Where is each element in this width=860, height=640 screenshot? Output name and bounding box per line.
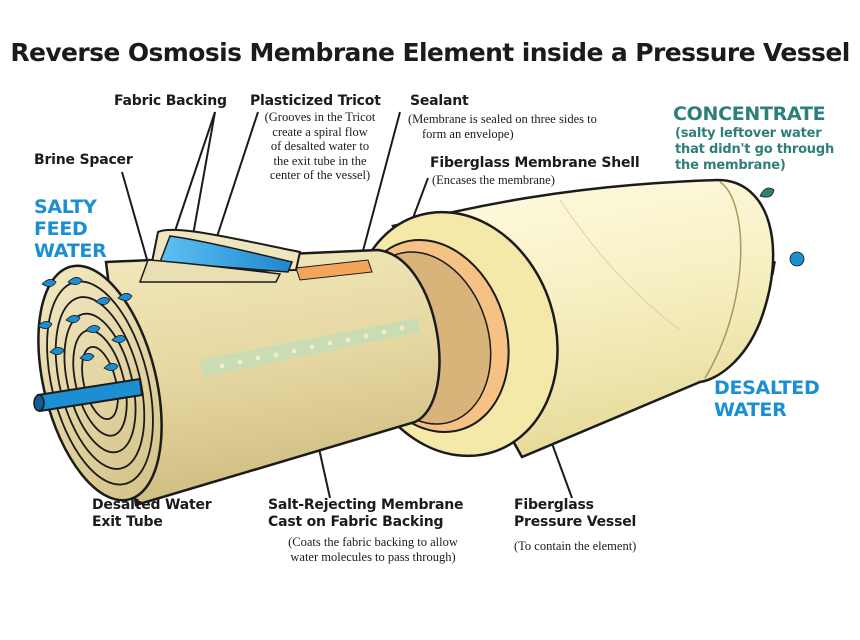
vessel-end-shading <box>704 181 742 379</box>
leader-brine-spacer <box>121 171 151 271</box>
membrane-element <box>104 248 441 507</box>
label-desalted-water: DESALTED WATER <box>714 377 820 421</box>
leader-tricot <box>209 111 259 259</box>
label-salty-feed-water: SALTY FEED WATER <box>34 196 107 262</box>
note-plasticized-tricot: (Grooves in the Tricot create a spiral f… <box>264 110 376 182</box>
label-salt-rejecting-membrane: Salt-Rejecting Membrane Cast on Fabric B… <box>268 497 464 530</box>
label-brine-spacer: Brine Spacer <box>34 152 133 168</box>
note-concentrate: (salty leftover water that didn't go thr… <box>675 126 835 173</box>
label-sealant: Sealant <box>410 93 469 109</box>
note-pressure-vessel: (To contain the element) <box>514 539 637 553</box>
sealant-strip <box>295 259 373 281</box>
leader-sealant <box>359 111 401 263</box>
label-fiberglass-membrane-shell: Fiberglass Membrane Shell <box>430 155 640 171</box>
concentrate-droplet <box>759 187 775 198</box>
note-sealant: (Membrane is sealed on three sides to fo… <box>408 112 597 141</box>
exit-tube-opening <box>33 394 45 412</box>
label-fiberglass-pressure-vessel: Fiberglass Pressure Vessel <box>514 497 637 530</box>
label-concentrate: CONCENTRATE <box>673 103 826 125</box>
leader-fabric-backing-1 <box>171 111 216 241</box>
note-salt-rejecting-membrane: (Coats the fabric backing to allow water… <box>288 535 458 564</box>
label-fabric-backing: Fabric Backing <box>114 93 227 109</box>
label-desalted-water-exit-tube: Desalted Water Exit Tube <box>92 497 212 530</box>
label-plasticized-tricot: Plasticized Tricot <box>250 93 381 109</box>
desalted-droplet <box>789 251 805 267</box>
page-title: Reverse Osmosis Membrane Element inside … <box>10 38 850 67</box>
permeate-dots <box>219 325 405 369</box>
brine-spacer-layer <box>138 259 282 283</box>
vessel-texture <box>559 199 681 331</box>
note-membrane-shell: (Encases the membrane) <box>432 173 555 187</box>
plasticized-tricot-layer <box>158 235 294 273</box>
leader-fabric-backing-2 <box>189 111 216 253</box>
feed-water-droplets <box>37 277 133 371</box>
